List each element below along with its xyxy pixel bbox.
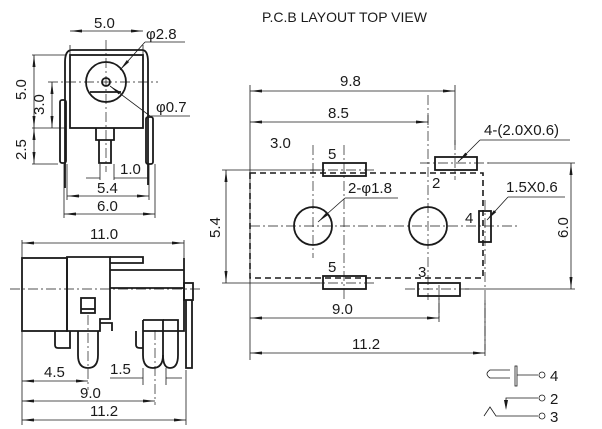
center-pin-top <box>95 128 115 141</box>
dim-label-8-5: 8.5 <box>328 105 349 122</box>
side-bracket <box>66 256 111 332</box>
schematic-pin-3: 3 <box>550 409 558 426</box>
center-pin <box>98 140 112 164</box>
dim-label-9-0: 9.0 <box>332 301 353 318</box>
dim-label-pin-dia: φ0.7 <box>156 99 187 116</box>
dim-label-3-0: 3.0 <box>270 135 291 152</box>
dim-label-inner-width: 5.4 <box>97 180 118 197</box>
plug-icon <box>486 369 510 379</box>
dim-label-outer-width: 6.0 <box>97 198 118 215</box>
title: P.C.B LAYOUT TOP VIEW <box>262 9 428 25</box>
front-body-inner <box>69 54 144 129</box>
dim-label-6-0: 6.0 <box>555 217 572 238</box>
dim-label-9-8: 9.8 <box>340 73 361 90</box>
left-leg <box>59 99 67 164</box>
side-window <box>80 297 96 314</box>
side-view: 11.0 4.5 1.5 9.0 11.2 <box>10 226 200 425</box>
dim-label-body-length: 11.0 <box>90 226 118 243</box>
pcb-layout: 9.8 8.5 3.0 4-(2.0X0.6) 2-φ1.8 1.5X0.6 5… <box>207 73 575 360</box>
dim-label-pin-gap: 1.0 <box>120 161 141 178</box>
side-pin-2 <box>142 319 164 369</box>
right-leg <box>145 116 154 165</box>
pcb-pad-2 <box>434 156 478 171</box>
schematic-pin-2: 2 <box>550 391 558 408</box>
pin-label-3: 3 <box>418 264 426 281</box>
schematic-pin-4: 4 <box>550 368 558 385</box>
dim-label-pin-spacing: 1.5 <box>110 361 131 378</box>
dim-label-pad-size: 4-(2.0X0.6) <box>484 122 559 139</box>
side-pin-1 <box>77 331 99 369</box>
dim-label-pad4-size: 1.5X0.6 <box>506 179 558 196</box>
dim-label-hole-dia: φ2.8 <box>146 26 177 43</box>
dim-label-11-2: 11.2 <box>352 336 380 353</box>
dim-label-5-4: 5.4 <box>207 217 224 238</box>
pcb-pad-5-bottom <box>322 275 367 290</box>
dim-label-overall-length: 11.2 <box>90 403 118 420</box>
schematic: 4 2 3 <box>483 365 558 426</box>
front-view: 5.0 φ2.8 φ0.7 5.0 3.0 2.5 1.0 5.4 6.0 <box>13 15 190 218</box>
switch-contact-icon <box>483 406 538 417</box>
dim-label-pin1-offset: 4.5 <box>44 364 65 381</box>
pin-label-4: 4 <box>465 210 473 227</box>
side-pin-3 <box>162 319 179 369</box>
dim-label-pin-distance: 9.0 <box>80 385 101 402</box>
dim-label-hole-dia: 2-φ1.8 <box>348 180 392 197</box>
dim-label-5-0: 5.0 <box>94 15 115 32</box>
pin-label-5-top: 5 <box>328 146 336 163</box>
dim-label-leg-height: 2.5 <box>13 139 30 160</box>
dim-label-center-height: 3.0 <box>31 94 48 115</box>
dim-label-height: 5.0 <box>13 79 30 100</box>
pin-label-2: 2 <box>432 175 440 192</box>
side-tab <box>183 282 194 301</box>
pcb-pad-5-top <box>322 162 367 177</box>
pin-label-5-bottom: 5 <box>328 259 336 276</box>
